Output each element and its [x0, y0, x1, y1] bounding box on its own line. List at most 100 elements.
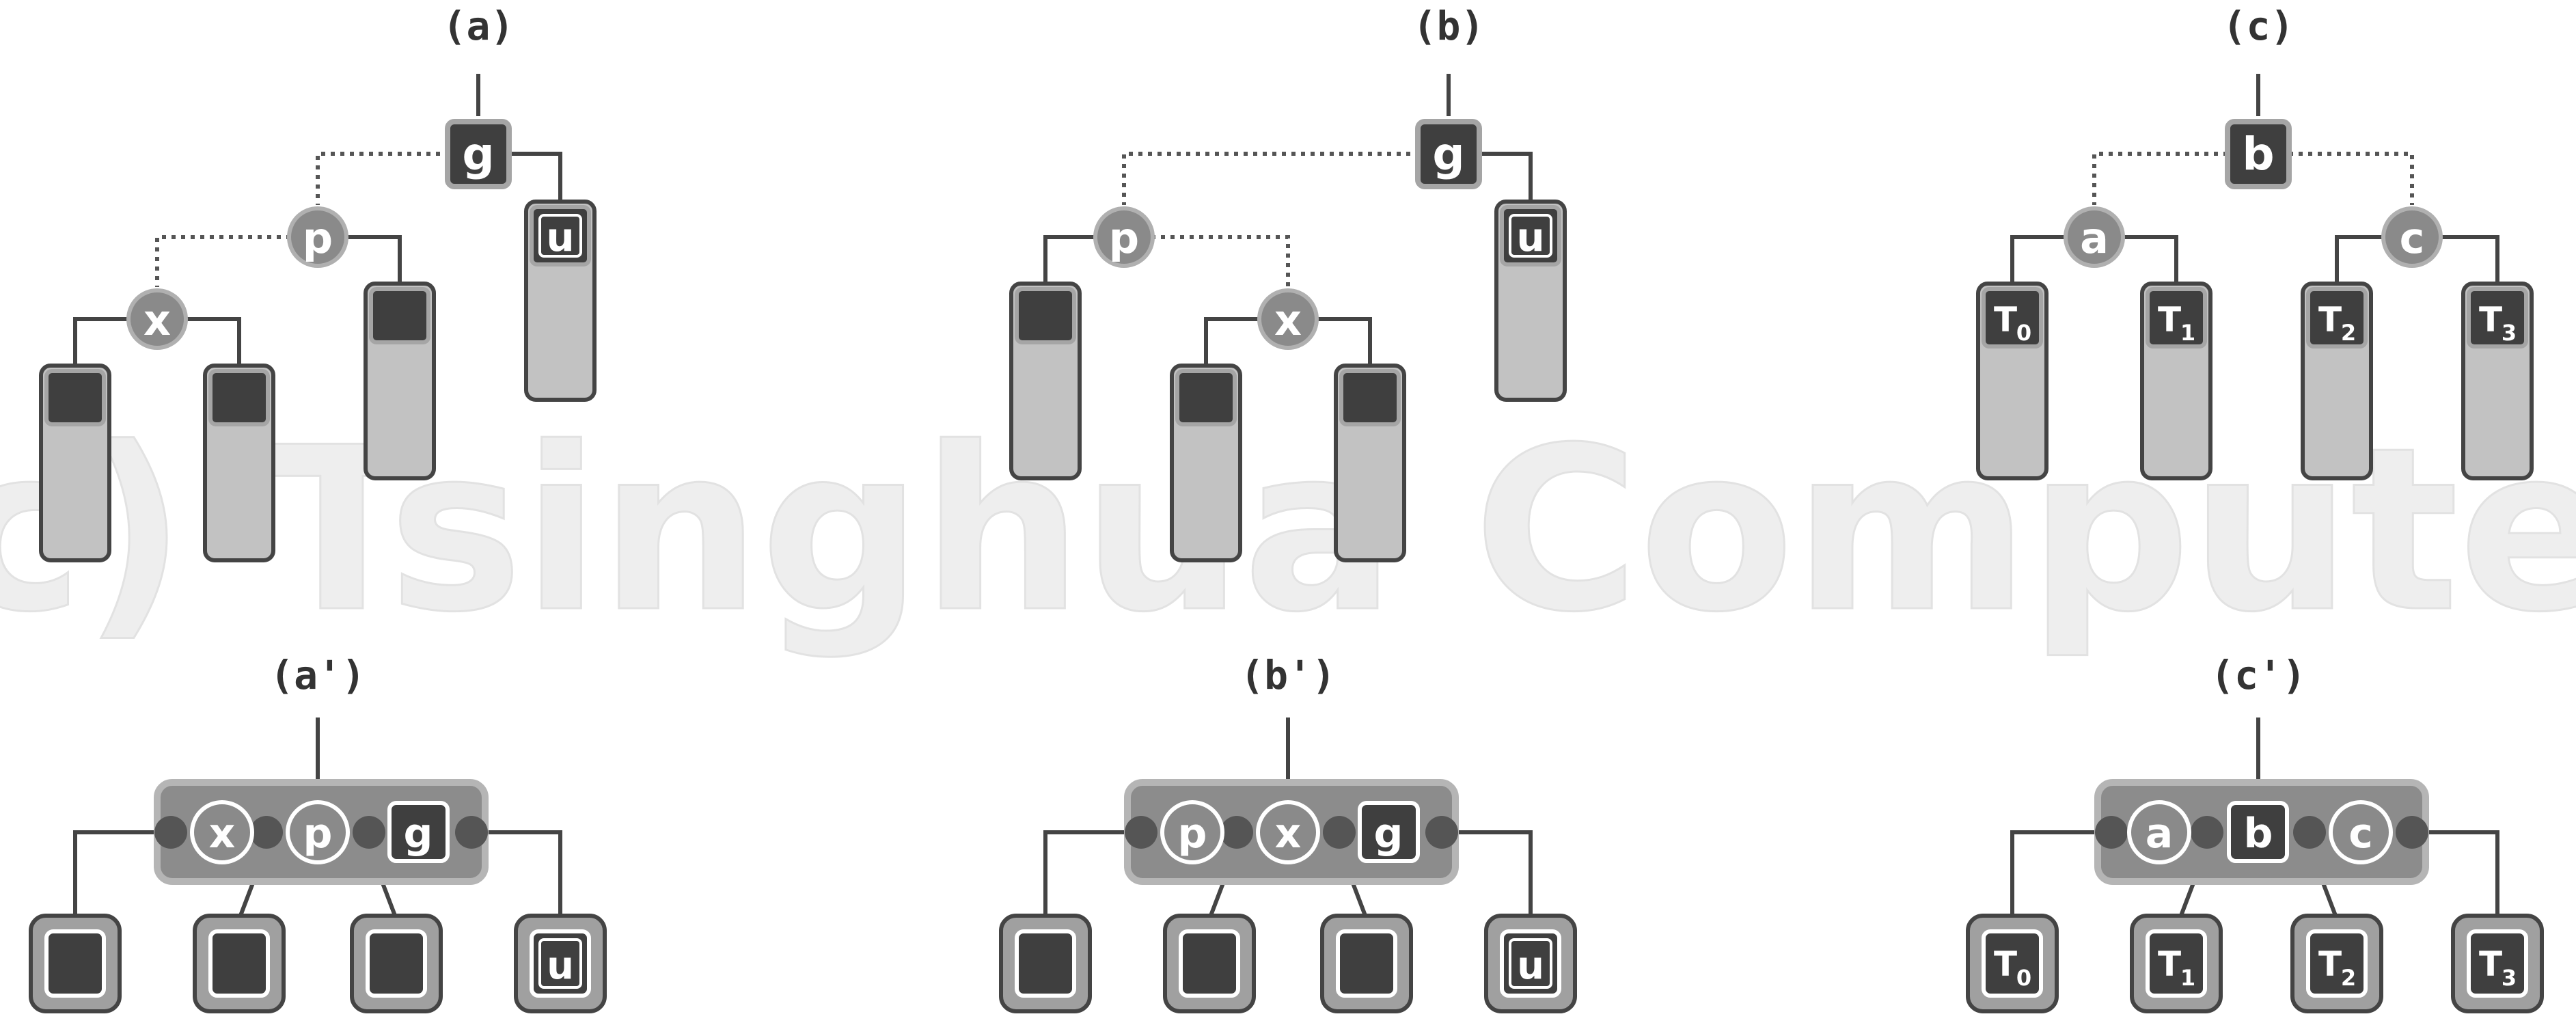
link-dot	[250, 816, 283, 849]
edge	[2412, 830, 2499, 919]
edge	[2010, 830, 2111, 919]
subtree-root-t3	[2467, 287, 2528, 348]
leaf-t1-label: T	[2158, 944, 2181, 984]
node-p-label: p	[1178, 810, 1207, 858]
node-p-label: p	[303, 213, 333, 263]
subtree-root	[1015, 287, 1076, 344]
node-x-label: x	[1275, 810, 1302, 858]
subtree-root	[44, 369, 106, 426]
panel-a: (a) u g p x	[39, 3, 597, 562]
leaf-u-frame	[538, 938, 582, 989]
node-a	[2127, 800, 2191, 864]
leaf-core	[366, 929, 427, 998]
node-c	[2381, 206, 2443, 268]
panel-c-prime-label: (c')	[2210, 652, 2306, 698]
panel-b-label: (b)	[1413, 3, 1485, 49]
node-b	[2227, 801, 2289, 863]
edge	[507, 152, 562, 205]
t0-label: T	[1994, 300, 2017, 340]
panel-a-prime-label: (a')	[270, 652, 366, 698]
dashed-edge	[1151, 235, 1290, 287]
edge	[471, 830, 562, 919]
node-p-label: p	[303, 810, 333, 858]
edge	[2010, 235, 2067, 287]
dashed-edge	[155, 235, 290, 287]
leaf-t0-label: T	[1994, 944, 2017, 984]
leaf-t1-core	[2146, 929, 2207, 998]
link-dot	[1220, 816, 1253, 849]
node-p-label: p	[1109, 213, 1139, 263]
link-dot	[353, 816, 385, 849]
leaf-t3-core	[2467, 929, 2528, 998]
node-a-label: a	[2080, 213, 2109, 263]
node-p	[286, 800, 350, 864]
t2-subscript: 2	[2341, 320, 2356, 346]
leaf-u-label: u	[1517, 944, 1544, 988]
subtree-root	[1175, 369, 1237, 426]
node-u-label: u	[1516, 214, 1544, 260]
node-p	[287, 206, 348, 268]
t1-label: T	[2158, 300, 2181, 340]
node-x	[190, 800, 254, 864]
node-u-box	[530, 205, 591, 266]
panel-b-prime-label: (b')	[1240, 652, 1336, 698]
leaf-u-core	[530, 929, 591, 998]
edge	[1043, 235, 1097, 287]
link-dot	[1125, 816, 1157, 849]
node-x	[1256, 800, 1320, 864]
node-c-label: c	[2400, 213, 2425, 263]
edge	[2439, 235, 2499, 287]
leaf-t1-subscript: 1	[2180, 965, 2195, 991]
edge	[73, 317, 130, 369]
leaf-core	[1179, 929, 1240, 998]
leaf-u-core	[1500, 929, 1561, 998]
edge	[2122, 235, 2178, 287]
node-x-label: x	[1274, 295, 1302, 345]
subtree-root	[369, 287, 430, 344]
node-b-label: b	[2244, 810, 2273, 858]
edge	[345, 235, 402, 287]
t2-label: T	[2318, 300, 2342, 340]
edge	[1477, 152, 1533, 205]
t3-subscript: 3	[2502, 320, 2517, 346]
node-g	[1358, 801, 1420, 863]
node-g	[1415, 119, 1482, 189]
edge	[1442, 830, 1533, 919]
leaf-core	[208, 929, 270, 998]
link-dot	[2396, 816, 2428, 849]
node-a-label: a	[2146, 810, 2174, 858]
node-g	[445, 119, 512, 189]
dashed-edge	[2092, 152, 2228, 205]
panel-c-label: (c)	[2223, 3, 2294, 49]
subtree-root	[1339, 369, 1401, 426]
edge	[2335, 235, 2385, 287]
leaf-u-label: u	[547, 944, 574, 988]
node-x-label: x	[143, 295, 171, 345]
link-dot	[1425, 816, 1458, 849]
edge	[184, 317, 241, 369]
link-dot	[1323, 816, 1356, 849]
node-p	[1160, 800, 1224, 864]
dashed-edge	[316, 152, 450, 205]
subtree-root-t1	[2146, 287, 2207, 348]
node-g-label: g	[404, 810, 433, 858]
leaf-t3-subscript: 3	[2502, 965, 2517, 991]
leaf-u-frame	[1509, 938, 1552, 989]
node-b-label: b	[2242, 128, 2274, 180]
node-u-label: u	[546, 214, 574, 260]
link-dot	[455, 816, 488, 849]
node-p	[1093, 206, 1155, 268]
edge	[1043, 830, 1141, 919]
leaf-t2-label: T	[2318, 944, 2342, 984]
node-c-label: c	[2348, 810, 2373, 858]
panel-a-prime: (a') x p g u	[29, 652, 607, 1013]
subtree-root	[208, 369, 270, 426]
node-x	[1257, 288, 1319, 350]
node-b	[2225, 119, 2292, 189]
link-dot	[2095, 816, 2128, 849]
panel-b-prime: (b') p x g u	[999, 652, 1577, 1013]
dashed-edge	[2289, 152, 2414, 205]
panel-a-label: (a)	[443, 3, 515, 49]
leaf-t0-subscript: 0	[2016, 965, 2031, 991]
